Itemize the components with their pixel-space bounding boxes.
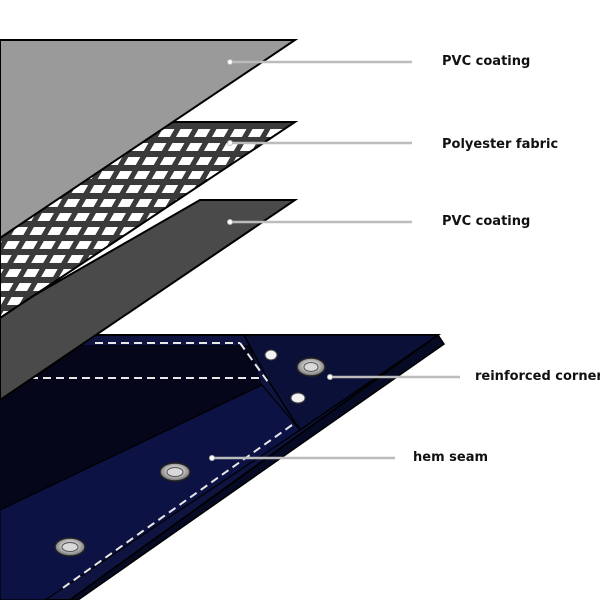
leader-dots xyxy=(209,59,333,461)
label-polyester-fabric: Polyester fabric xyxy=(442,137,559,152)
label-pvc-coating-top: PVC coating xyxy=(442,54,531,69)
leader-dot xyxy=(227,219,233,225)
rivet xyxy=(264,349,278,361)
leader-dot xyxy=(227,59,233,65)
leader-dot xyxy=(209,455,215,461)
rivet xyxy=(290,392,306,404)
stitch-line xyxy=(239,342,269,383)
leader-dot xyxy=(227,140,233,146)
label-hem-seam: hem seam xyxy=(413,450,489,465)
label-pvc-coating-bottom: PVC coating xyxy=(442,214,531,229)
pvc-coating-top-layer xyxy=(0,39,299,240)
tarp-edge xyxy=(68,333,446,600)
pvc-coating-bottom-layer xyxy=(0,199,299,402)
grommet-hole xyxy=(61,542,79,552)
tarp-sheet xyxy=(0,333,446,600)
stitch-line xyxy=(59,424,293,591)
leader-lines xyxy=(212,60,460,460)
label-reinforced-corner: reinforced corner xyxy=(475,369,600,384)
leader-dot xyxy=(327,374,333,380)
grommet-hole xyxy=(303,362,319,372)
grommet-hole xyxy=(166,467,184,477)
